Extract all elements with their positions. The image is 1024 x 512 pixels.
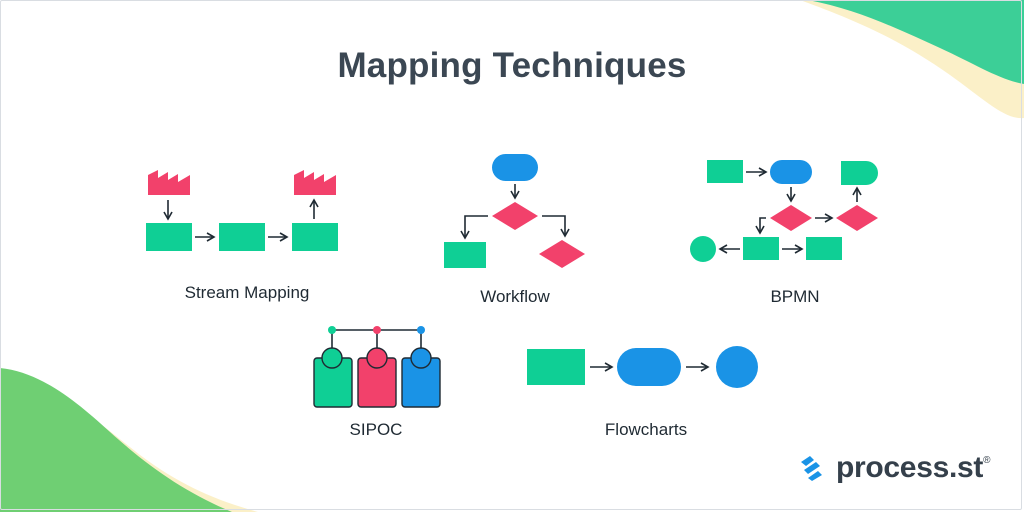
process-box bbox=[219, 223, 265, 251]
brand-logo: process.st® bbox=[798, 448, 990, 488]
end-circle bbox=[716, 346, 758, 388]
task-box bbox=[707, 160, 743, 183]
start-pill bbox=[492, 154, 538, 181]
factory-icon bbox=[148, 170, 190, 195]
sipoc-head bbox=[410, 347, 432, 369]
sipoc-head bbox=[321, 347, 343, 369]
process-box bbox=[146, 223, 192, 251]
event-pill bbox=[770, 160, 812, 184]
decision-diamond bbox=[492, 202, 538, 230]
gateway-diamond bbox=[836, 205, 878, 231]
workflow-diagram bbox=[444, 154, 585, 268]
end-event-circle bbox=[690, 236, 716, 262]
bottom-left-green-blob bbox=[0, 368, 232, 512]
stream-mapping-diagram bbox=[146, 170, 338, 251]
label-stream-mapping: Stream Mapping bbox=[184, 283, 310, 302]
node-dot bbox=[373, 326, 381, 334]
brand-name-text: process.st bbox=[836, 451, 984, 484]
process-st-logo-icon bbox=[801, 456, 822, 481]
factory-icon bbox=[294, 170, 336, 195]
terminal-pill bbox=[617, 348, 681, 386]
node-dot bbox=[328, 326, 336, 334]
sipoc-head bbox=[366, 347, 388, 369]
decision-diamond bbox=[539, 240, 585, 268]
page-title: Mapping Techniques bbox=[337, 46, 687, 85]
top-right-green-blob bbox=[808, 0, 1024, 84]
process-box bbox=[527, 349, 585, 385]
task-box bbox=[444, 242, 486, 268]
task-box bbox=[743, 237, 779, 260]
branch-right-arrow bbox=[542, 215, 570, 238]
sipoc-diagram bbox=[313, 326, 441, 408]
label-flowcharts: Flowcharts bbox=[604, 420, 688, 439]
end-shape bbox=[841, 161, 878, 185]
branch-left-arrow bbox=[460, 215, 488, 240]
label-sipoc: SIPOC bbox=[349, 420, 403, 439]
label-workflow: Workflow bbox=[480, 287, 550, 306]
branch-down-arrow bbox=[755, 217, 766, 235]
process-box bbox=[292, 223, 338, 251]
flowcharts-diagram bbox=[527, 346, 758, 388]
gateway-diamond bbox=[770, 205, 812, 231]
node-dot bbox=[417, 326, 425, 334]
bpmn-diagram bbox=[690, 160, 878, 262]
brand-name: process.st® bbox=[836, 451, 990, 485]
registered-mark: ® bbox=[983, 455, 991, 466]
task-box bbox=[806, 237, 842, 260]
label-bpmn: BPMN bbox=[770, 287, 820, 306]
